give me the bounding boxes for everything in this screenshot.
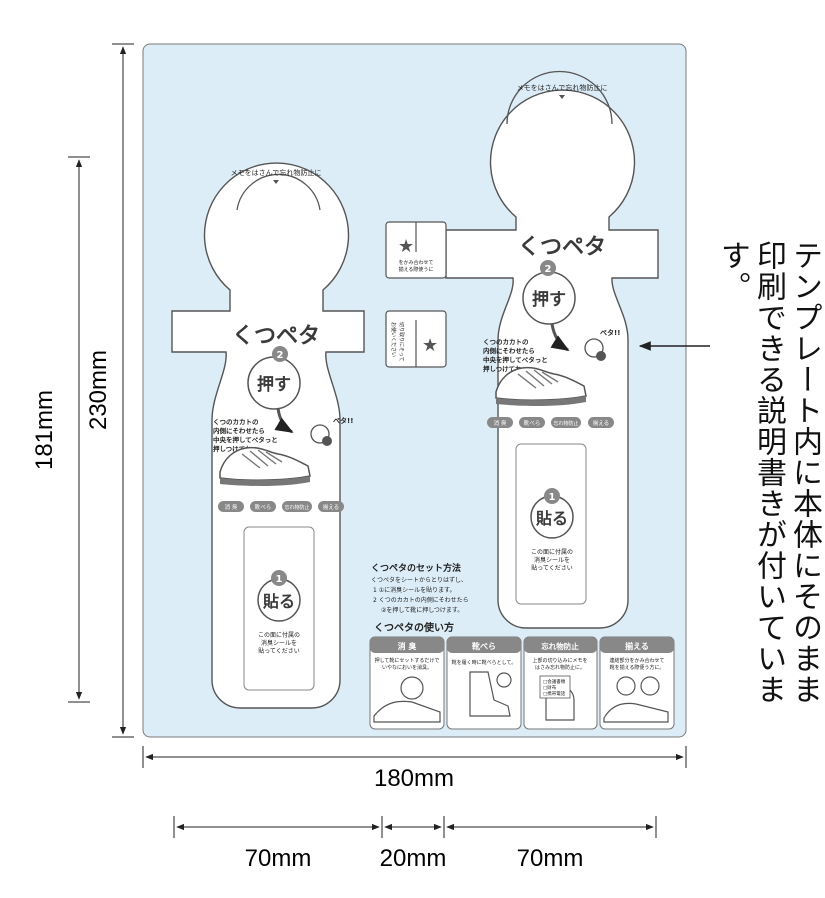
svg-text:消臭シールを: 消臭シールを — [261, 639, 297, 647]
svg-text:揃える: 揃える — [625, 641, 649, 651]
right-push-desc-2: 中央を押してペタっと — [483, 355, 548, 364]
svg-text:忘れ物防止: 忘れ物防止 — [553, 420, 578, 427]
dim-width-total: 180mm — [142, 746, 687, 792]
svg-text:連結部分をかみ合わせて: 連結部分をかみ合わせて — [609, 657, 664, 664]
usage-panels: 消 臭 押して靴にセットするだけで いやなにおいを消臭。 靴べら 靴を履く時に靴… — [369, 636, 675, 730]
svg-text:いやなにおいを消臭。: いやなにおいを消臭。 — [382, 664, 432, 671]
dim-label-70-right: 70mm — [517, 845, 584, 872]
right-stick-label: 貼る — [536, 509, 568, 528]
left-push-desc-1: 内側にそわせたら — [213, 426, 265, 435]
svg-text:この面に付属の: この面に付属の — [531, 548, 573, 556]
left-step1-badge — [271, 570, 287, 586]
svg-text:忘れ物防止: 忘れ物防止 — [284, 504, 309, 511]
left-product-name: くつペタ — [232, 324, 320, 349]
svg-text:□会議書類: □会議書類 — [543, 678, 566, 685]
right-product-name: くつペタ — [518, 235, 606, 260]
svg-text:靴を揃える際便う方に。: 靴を揃える際便う方に。 — [610, 664, 665, 671]
star-icon: ★ — [422, 335, 438, 356]
svg-text:揃える: 揃える — [323, 503, 339, 511]
left-stick-label: 貼る — [263, 592, 295, 611]
note-line-2: 印刷できる説明書きが付いています。 — [715, 240, 786, 705]
right-push-desc-3: 押しつけてね — [483, 364, 522, 373]
svg-text:切り取りにそって: 切り取りにそって — [398, 322, 405, 362]
usage-panel-reminder: 忘れ物防止 上部の切り込みにメモを はさみ忘れ物防止に。 □会議書類 □財布 □… — [523, 636, 598, 730]
left-step2-badge — [272, 346, 288, 362]
svg-text:お使いください: お使いください — [390, 322, 397, 357]
left-kutsupeta-shape: メモをはさんで忘れ物防止に くつペタ 2 押す くつのカカトの 内側にそわせたら… — [171, 162, 365, 709]
right-push-label: 押す — [532, 289, 566, 310]
svg-text:2: 2 — [277, 350, 284, 361]
svg-text:消 臭: 消 臭 — [398, 641, 417, 651]
dim-label-230: 230mm — [85, 350, 112, 430]
usage-panel-shoehorn: 靴べら 靴を履く時に靴べらとして。 — [446, 636, 522, 730]
svg-text:1: 1 — [276, 574, 283, 585]
svg-text:靴べら: 靴べら — [524, 419, 541, 427]
svg-text:靴べら: 靴べら — [472, 641, 496, 651]
right-top-memo: メモをはさんで忘れ物防止に — [517, 83, 608, 92]
left-push-label: 押す — [257, 374, 291, 395]
left-push-desc-2: 中央を押してペタっと — [213, 435, 278, 444]
usage-panel-align: 揃える 連結部分をかみ合わせて 靴を揃える際便う方に。 — [599, 636, 675, 730]
star-icon: ★ — [398, 236, 414, 257]
right-kutsupeta-shape: メモをはさんで忘れ物防止に くつペタ 2 押す くつのカカトの 内側にそわせたら… — [445, 70, 659, 629]
dim-label-20: 20mm — [380, 845, 447, 872]
gap-tab-lower: 切り取りにそって お使いください ★ — [385, 310, 447, 368]
svg-text:消臭シールを: 消臭シールを — [534, 556, 570, 564]
dim-label-70-left: 70mm — [245, 845, 312, 872]
gap-tab-upper: ★ をかみ合わせて 揃える際使うに — [385, 221, 447, 279]
dim-height-outer: 230mm — [85, 43, 134, 738]
svg-text:2 くつのカカトの内側にそわせたら: 2 くつのカカトの内側にそわせたら — [373, 596, 469, 604]
set-title: くつペタのセット方法 — [371, 562, 461, 574]
right-step1-badge — [544, 488, 560, 504]
dim-label-181: 181mm — [31, 390, 58, 470]
note-line-1: テンプレート内に本体にそのまま — [787, 240, 822, 705]
right-push-desc-1: 内側にそわせたら — [483, 346, 535, 355]
usage-panel-deodorize: 消 臭 押して靴にセットするだけで いやなにおいを消臭。 — [369, 636, 445, 730]
svg-text:②を押して靴に押しつけます。: ②を押して靴に押しつけます。 — [381, 606, 463, 614]
dim-label-180: 180mm — [374, 765, 454, 792]
svg-text:忘れ物防止: 忘れ物防止 — [541, 641, 579, 651]
svg-text:押して靴にセットするだけで: 押して靴にセットするだけで — [375, 657, 440, 664]
right-step2-badge — [540, 260, 556, 276]
svg-text:□携帯電話: □携帯電話 — [543, 690, 566, 697]
svg-text:消 臭: 消 臭 — [225, 503, 238, 511]
svg-text:靴を履く時に靴べらとして。: 靴を履く時に靴べらとして。 — [452, 659, 517, 666]
note-text: テンプレート内に本体にそのまま 印刷できる説明書きが付いています。 — [714, 240, 822, 710]
svg-text:貼ってください: 貼ってください — [531, 564, 573, 572]
svg-text:靴べら: 靴べら — [255, 503, 272, 511]
svg-text:をかみ合わせて: をかみ合わせて — [398, 259, 433, 266]
usage-title: くつペタの使い方 — [374, 621, 454, 634]
right-feature-badges: 消 臭 靴べら 忘れ物防止 揃える — [487, 417, 614, 428]
svg-text:上部の切り込みにメモを: 上部の切り込みにメモを — [532, 657, 587, 664]
dim-height-inner: 181mm — [31, 156, 90, 703]
svg-text:はさみ忘れ物防止に。: はさみ忘れ物防止に。 — [535, 664, 585, 671]
svg-text:揃える際使うに: 揃える際使うに — [399, 266, 434, 273]
svg-text:ペタ!!: ペタ!! — [600, 328, 620, 337]
svg-text:ペタ!!: ペタ!! — [333, 416, 353, 425]
svg-text:1 ①に消臭シールを貼ります。: 1 ①に消臭シールを貼ります。 — [373, 586, 456, 594]
svg-text:1: 1 — [549, 492, 556, 503]
left-push-desc-0: くつのカカトの — [213, 418, 259, 426]
svg-text:2: 2 — [545, 264, 552, 275]
dim-width-parts: 70mm 20mm 70mm — [173, 816, 657, 872]
svg-text:消 臭: 消 臭 — [494, 419, 507, 427]
left-push-desc-3: 押しつけてね — [213, 444, 252, 453]
right-push-desc-0: くつのカカトの — [483, 338, 529, 346]
left-top-memo: メモをはさんで忘れ物防止に — [231, 168, 322, 177]
svg-text:□財布: □財布 — [543, 684, 557, 691]
svg-text:貼ってください: 貼ってください — [258, 647, 300, 655]
svg-text:揃える: 揃える — [593, 419, 609, 427]
svg-text:くつペタをシートからとりはずし、: くつペタをシートからとりはずし、 — [371, 576, 467, 584]
instructions-block: くつペタのセット方法 くつペタをシートからとりはずし、 1 ①に消臭シールを貼り… — [371, 562, 469, 634]
svg-text:この面に付属の: この面に付属の — [258, 631, 300, 639]
left-feature-badges: 消 臭 靴べら 忘れ物防止 揃える — [218, 501, 344, 512]
